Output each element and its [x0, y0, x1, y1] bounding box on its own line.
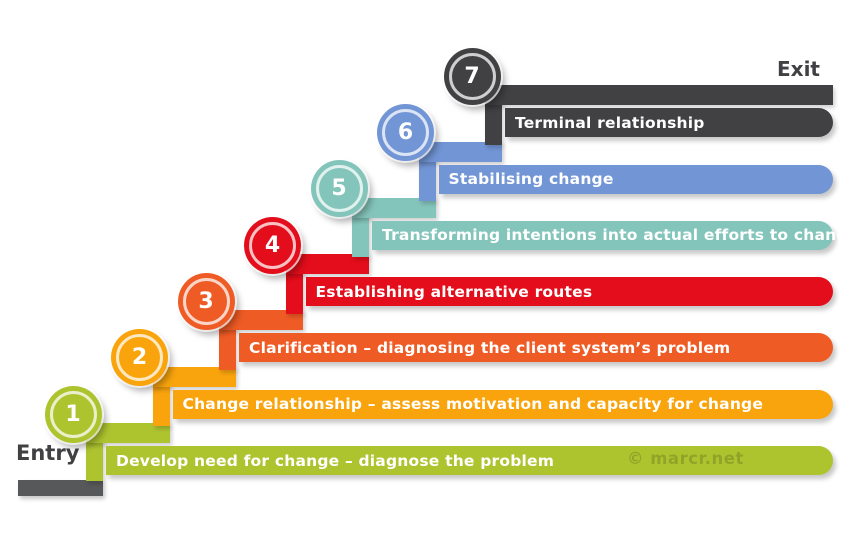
- circle-ring-3: [182, 277, 230, 325]
- entry-label: Entry: [16, 441, 80, 465]
- step-number-4: 4: [264, 232, 281, 258]
- step-label-2: Change relationship – assess motivation …: [182, 395, 764, 414]
- step-number-circle-2: 2: [111, 329, 168, 387]
- step-label-bar-1: Develop need for change – diagnose the p…: [106, 446, 833, 475]
- step-label-1: Develop need for change – diagnose the p…: [116, 451, 555, 470]
- circle-ring-2: [116, 334, 163, 382]
- step-tread-7: [485, 85, 833, 106]
- step-tread-1: [86, 423, 170, 443]
- step-number-circle-4: 4: [244, 216, 301, 274]
- circle-ring-1: [49, 390, 97, 438]
- step-tread-2: [152, 366, 236, 387]
- step-number-circle-1: 1: [44, 385, 102, 443]
- step-tread-4: [285, 254, 369, 275]
- circle-ring-6: [382, 109, 429, 156]
- step-label-7: Terminal relationship: [515, 113, 705, 132]
- step-label-bar-7: Terminal relationship: [505, 108, 833, 138]
- step-number-5: 5: [331, 176, 347, 202]
- step-tread-5: [352, 197, 436, 218]
- step-number-3: 3: [198, 288, 214, 314]
- entry-platform-bar: [18, 480, 103, 496]
- step-number-circle-3: 3: [177, 272, 235, 330]
- step-number-1: 1: [65, 401, 81, 427]
- step-label-bar-3: Clarification – diagnosing the client sy…: [239, 333, 833, 363]
- step-label-3: Clarification – diagnosing the client sy…: [249, 338, 731, 357]
- step-number-6: 6: [397, 120, 414, 145]
- step-tread-6: [418, 141, 502, 162]
- circle-ring-4: [249, 221, 296, 269]
- step-number-circle-7: 7: [443, 47, 501, 105]
- step-label-bar-4: Establishing alternative routes: [305, 277, 833, 307]
- step-label-bar-5: Transforming intentions into actual effo…: [372, 220, 850, 250]
- step-label-bar-2: Change relationship – assess motivation …: [172, 389, 833, 419]
- circle-ring-5: [315, 165, 363, 213]
- step-label-bar-6: Stabilising change: [438, 164, 833, 194]
- step-number-2: 2: [131, 345, 148, 371]
- watermark-text: © marcr.net: [627, 449, 744, 468]
- step-number-circle-6: 6: [377, 104, 434, 161]
- step-label-5: Transforming intentions into actual effo…: [382, 226, 850, 245]
- step-label-4: Establishing alternative routes: [315, 282, 593, 301]
- exit-label: Exit: [777, 57, 820, 81]
- step-label-6: Stabilising change: [448, 170, 614, 188]
- step-number-circle-5: 5: [310, 160, 368, 218]
- circle-ring-7: [448, 52, 496, 100]
- step-tread-3: [219, 310, 303, 331]
- step-number-7: 7: [464, 63, 480, 89]
